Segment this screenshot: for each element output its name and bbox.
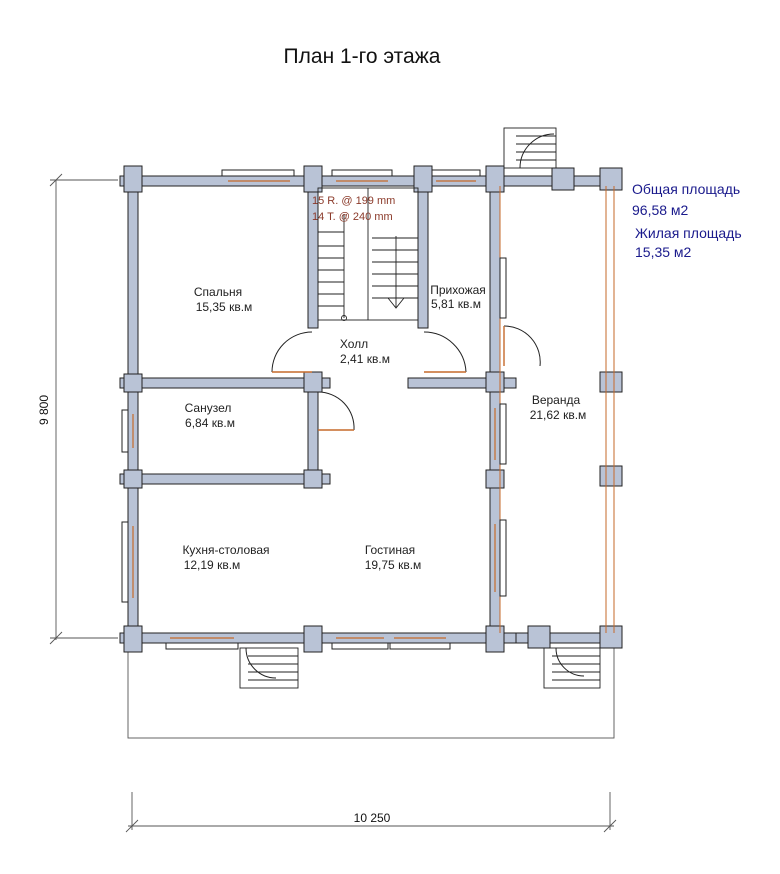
- room-kitchen-area: 12,19 кв.м: [184, 558, 241, 572]
- doors: [271, 325, 541, 431]
- front-terrace-outline: [127, 639, 615, 739]
- interior-stair: [317, 187, 419, 321]
- room-bathroom-name: Санузел: [185, 401, 232, 415]
- stair-treads-note: 14 T. @ 240 mm: [312, 211, 393, 223]
- room-kitchen-name: Кухня-столовая: [182, 543, 269, 557]
- windows: [121, 169, 507, 650]
- dimension-height: 9 800: [37, 395, 51, 425]
- room-living-name: Гостиная: [365, 543, 415, 557]
- room-entry-name: Прихожая: [430, 283, 486, 297]
- total-area-value: 96,58 м2: [632, 202, 689, 218]
- total-area-label: Общая площадь: [632, 181, 740, 197]
- vertical-dimension: [49, 173, 118, 645]
- room-living-area: 19,75 кв.м: [365, 558, 422, 572]
- room-bedroom-name: Спальня: [194, 285, 242, 299]
- exterior-steps: [239, 127, 601, 689]
- plan-title: План 1-го этажа: [284, 45, 441, 68]
- room-veranda-name: Веранда: [532, 393, 581, 407]
- room-hall-area: 2,41 кв.м: [340, 352, 390, 366]
- room-entry-area: 5,81 кв.м: [431, 297, 481, 311]
- room-bathroom-area: 6,84 кв.м: [185, 416, 235, 430]
- dimension-width: 10 250: [354, 811, 391, 825]
- room-hall-name: Холл: [340, 337, 368, 351]
- stair-risers-note: 15 R. @ 199 mm: [312, 195, 395, 207]
- room-veranda-area: 21,62 кв.м: [530, 408, 587, 422]
- room-bedroom-area: 15,35 кв.м: [196, 300, 253, 314]
- horizontal-dimension: [125, 792, 617, 833]
- living-area-value: 15,35 м2: [635, 244, 692, 260]
- living-area-label: Жилая площадь: [635, 225, 742, 241]
